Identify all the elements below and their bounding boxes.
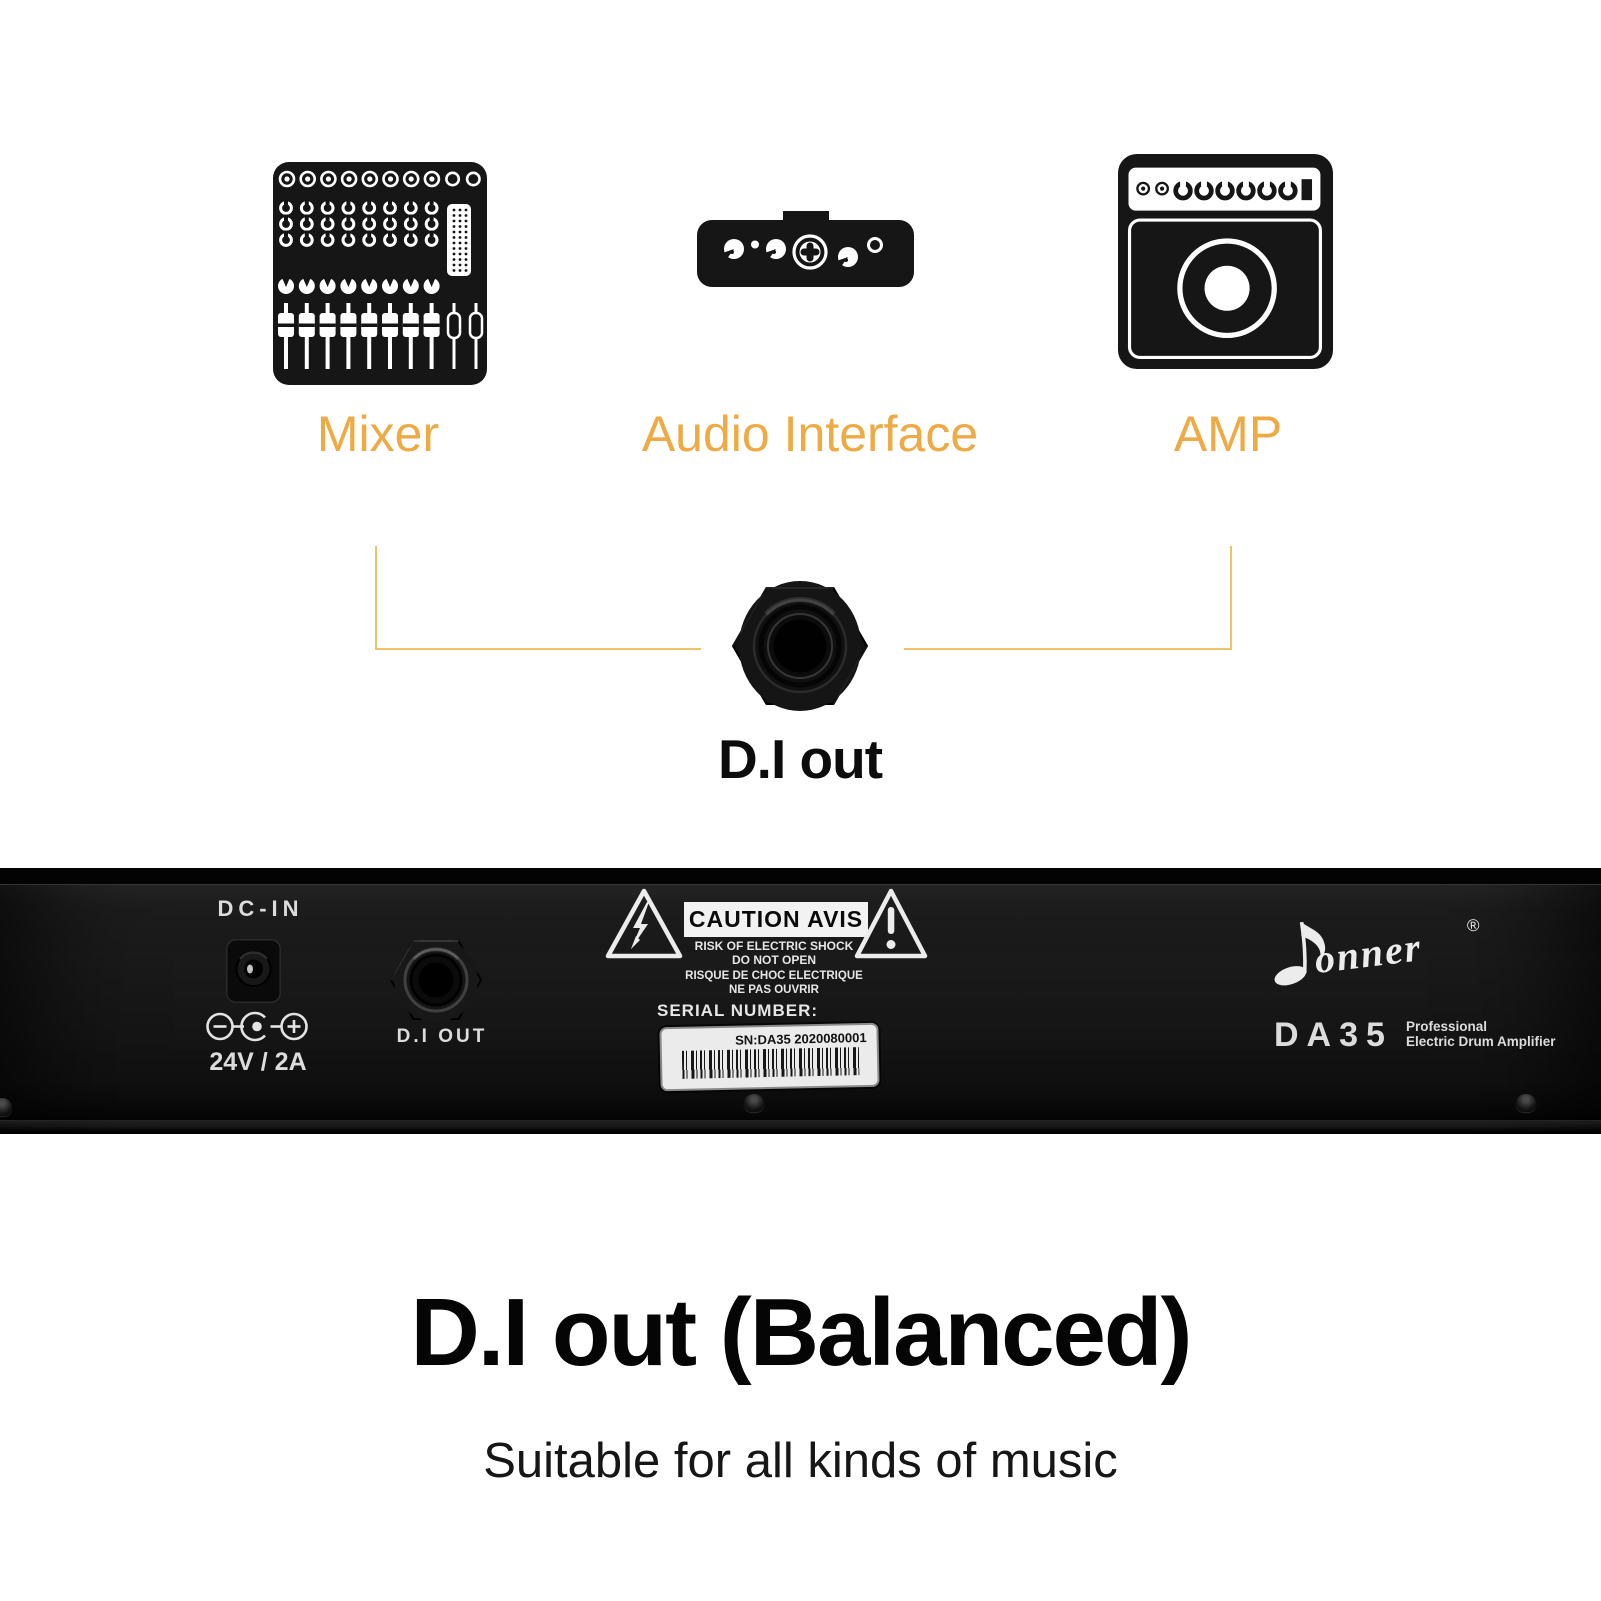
tagline-line: Electric Drum Amplifier — [1406, 1034, 1556, 1049]
barcode — [681, 1047, 860, 1079]
amplifier-rear-panel: DC-IN 24V / 2A — [0, 868, 1601, 1134]
mixer-icon — [273, 162, 487, 385]
amp-label: AMP — [1173, 406, 1283, 462]
bracket-line-right-vertical — [1230, 546, 1232, 650]
mixer-label: Mixer — [316, 406, 440, 462]
bracket-line-left-horizontal — [375, 648, 701, 650]
caution-line: NE PAS OUVRIR — [729, 983, 819, 996]
model-number: DA35 — [1274, 1016, 1393, 1054]
exclamation-triangle-icon — [854, 888, 928, 959]
caution-line: RISQUE DE CHOC ELECTRIQUE — [685, 970, 863, 982]
feature-subtitle: Suitable for all kinds of music — [483, 1434, 1118, 1488]
caution-line: RISK OF ELECTRIC SHOCK — [694, 939, 854, 953]
serial-sticker: SN:DA35 2020080001 — [659, 1022, 880, 1092]
bracket-line-left-vertical — [375, 546, 377, 650]
power-spec-label: 24V / 2A — [209, 1048, 307, 1076]
tagline-line: Professional — [1406, 1019, 1488, 1034]
screw — [1516, 1094, 1536, 1112]
caution-title: CAUTION AVIS — [684, 902, 868, 937]
connection-diagram: Mixer Audio Interface AMP D.I out — [273, 154, 1333, 790]
serial-number-label: SERIAL NUMBER: — [657, 1001, 819, 1020]
audio-interface-label: Audio Interface — [641, 406, 979, 462]
polarity-symbol — [206, 1011, 308, 1042]
amp-icon — [1118, 154, 1333, 369]
caution-line: DO NOT OPEN — [731, 952, 816, 967]
dc-in-label: DC-IN — [217, 896, 304, 921]
combo-jack-glyph — [792, 234, 828, 270]
audio-interface-icon — [697, 211, 914, 287]
registered-trademark: ® — [1466, 915, 1481, 936]
dc-in-jack — [226, 939, 281, 1003]
serial-number-value: SN:DA35 2020080001 — [734, 1029, 867, 1048]
music-note-icon — [1274, 921, 1326, 986]
bracket-line-right-horizontal — [904, 648, 1232, 650]
caution-warning-lines: RISK OF ELECTRIC SHOCK DO NOT OPEN RISQU… — [664, 939, 884, 997]
di-out-diagram-label: D.I out — [717, 728, 883, 790]
panel-bottom-edge — [0, 1120, 1601, 1134]
panel-top-edge — [0, 868, 1601, 885]
di-out-jack — [390, 938, 482, 1022]
di-out-panel-label: D.I OUT — [396, 1026, 488, 1047]
high-voltage-triangle-icon — [605, 888, 683, 959]
donner-logo: onner ® — [1266, 897, 1495, 997]
model-tagline: Professional Electric Drum Amplifier — [1406, 1019, 1556, 1049]
screw — [0, 1098, 12, 1116]
screw — [744, 1094, 764, 1112]
feature-headline: D.I out (Balanced) — [410, 1279, 1192, 1386]
quarter-inch-jack-image — [732, 581, 868, 711]
